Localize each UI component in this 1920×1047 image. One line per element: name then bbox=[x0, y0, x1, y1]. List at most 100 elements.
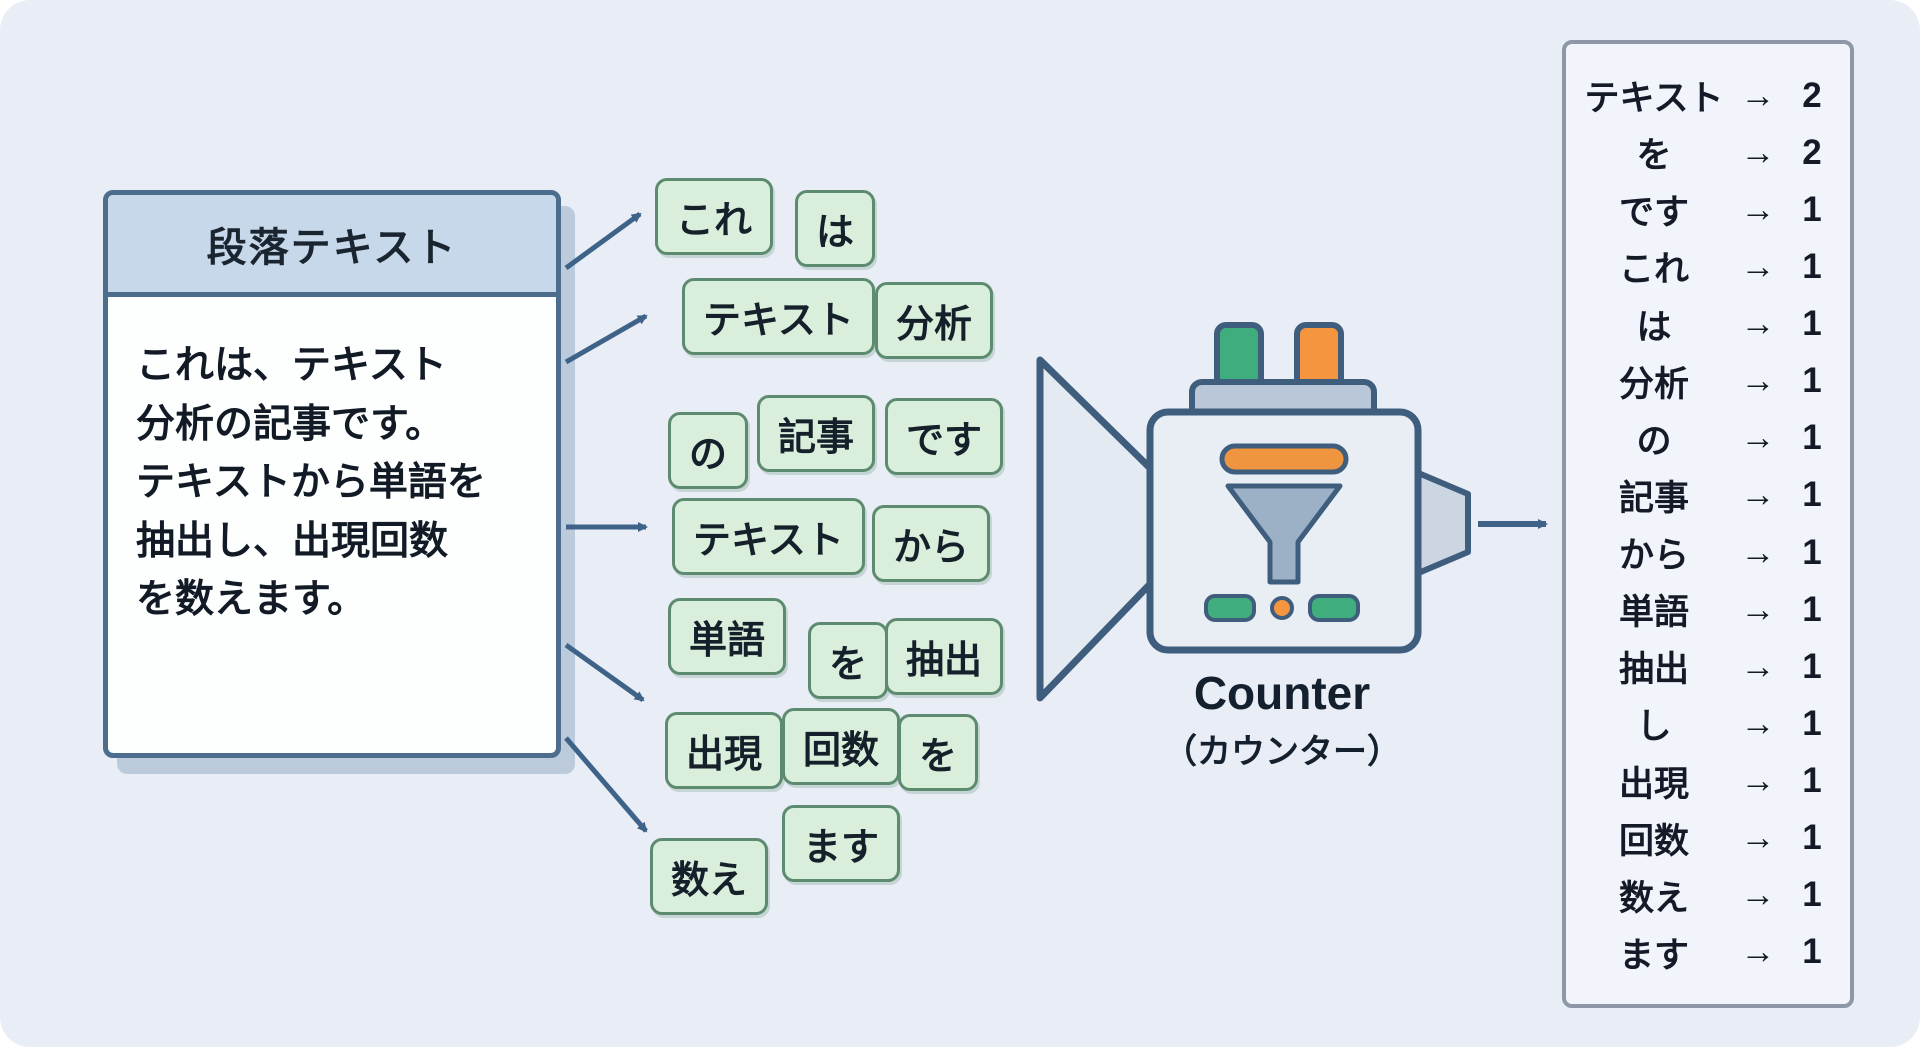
result-row: し → 1 bbox=[1578, 698, 1838, 749]
result-row: これ → 1 bbox=[1578, 241, 1838, 292]
paragraph-card-title: 段落テキスト bbox=[108, 195, 556, 297]
result-word: テキスト bbox=[1584, 79, 1724, 118]
token-chip: の bbox=[668, 412, 749, 489]
arrow-glyph: → bbox=[1740, 818, 1776, 858]
arrow-glyph: → bbox=[1740, 361, 1776, 401]
result-row: 記事 → 1 bbox=[1578, 470, 1838, 521]
token-chip: テキスト bbox=[672, 498, 865, 575]
result-row: から → 1 bbox=[1578, 527, 1838, 578]
arrow-glyph: → bbox=[1740, 189, 1776, 229]
result-word: ます bbox=[1618, 935, 1689, 975]
paragraph-line: テキストから単語を bbox=[136, 461, 486, 504]
indicator-light-right bbox=[1308, 594, 1360, 622]
paragraph-card-body: これは、テキスト 分析の記事です。 テキストから単語を 抽出し、出現回数 を数え… bbox=[108, 297, 556, 630]
result-word: これ bbox=[1618, 250, 1689, 290]
result-word: 出現 bbox=[1618, 764, 1689, 804]
token-chip: テキスト bbox=[682, 278, 875, 355]
token-chip: 回数 bbox=[782, 708, 901, 785]
result-word: し bbox=[1636, 707, 1672, 747]
token-chip: を bbox=[808, 622, 889, 699]
result-word: です bbox=[1618, 193, 1689, 233]
token-chip: は bbox=[795, 190, 876, 267]
result-row: 出現 → 1 bbox=[1578, 756, 1838, 807]
result-count: 1 bbox=[1802, 532, 1822, 572]
arrow-glyph: → bbox=[1740, 75, 1776, 115]
token-chip: 単語 bbox=[668, 598, 787, 675]
result-word: 回数 bbox=[1618, 821, 1689, 861]
result-row: テキスト → 2 bbox=[1578, 70, 1838, 121]
result-row: ます → 1 bbox=[1578, 927, 1838, 978]
counter-machine bbox=[1036, 322, 1471, 702]
result-row: 数え → 1 bbox=[1578, 870, 1838, 921]
result-row: の → 1 bbox=[1578, 413, 1838, 464]
arrow-glyph: → bbox=[1740, 875, 1776, 915]
result-count: 2 bbox=[1802, 132, 1822, 172]
token-chip: これ bbox=[655, 178, 774, 255]
result-count: 1 bbox=[1802, 189, 1822, 229]
result-count: 1 bbox=[1802, 361, 1822, 401]
arrow-glyph: → bbox=[1740, 532, 1776, 572]
arrow-glyph: → bbox=[1740, 132, 1776, 172]
split-arrow-1 bbox=[564, 211, 642, 271]
result-count: 1 bbox=[1802, 589, 1822, 629]
result-count: 1 bbox=[1802, 475, 1822, 515]
result-count: 1 bbox=[1802, 932, 1822, 972]
result-count: 1 bbox=[1802, 818, 1822, 858]
result-word: 記事 bbox=[1618, 478, 1689, 518]
result-word: 数え bbox=[1618, 878, 1689, 918]
result-row: 単語 → 1 bbox=[1578, 584, 1838, 635]
result-count: 1 bbox=[1802, 304, 1822, 343]
paragraph-card: 段落テキスト これは、テキスト 分析の記事です。 テキストから単語を 抽出し、出… bbox=[103, 190, 561, 758]
result-count: 1 bbox=[1802, 646, 1822, 686]
arrow-glyph: → bbox=[1740, 646, 1776, 686]
counter-sublabel: （カウンター） bbox=[1163, 733, 1401, 771]
split-arrow-5 bbox=[564, 736, 648, 833]
result-row: を → 2 bbox=[1578, 127, 1838, 178]
funnel-icon-bar bbox=[1219, 443, 1349, 475]
result-word: から bbox=[1618, 536, 1689, 575]
token-chip: を bbox=[898, 714, 979, 791]
arrow-glyph: → bbox=[1740, 475, 1776, 515]
result-count: 1 bbox=[1802, 418, 1822, 458]
arrow-glyph: → bbox=[1740, 246, 1776, 286]
arrow-glyph: → bbox=[1740, 932, 1776, 972]
paragraph-line: 抽出し、出現回数 bbox=[136, 519, 449, 563]
result-word: を bbox=[1636, 136, 1672, 176]
token-chip: 数え bbox=[650, 838, 769, 915]
result-row: は → 1 bbox=[1578, 299, 1838, 350]
token-chip: 記事 bbox=[757, 395, 876, 472]
paragraph-line: 分析の記事です。 bbox=[136, 402, 445, 446]
indicator-light-left bbox=[1204, 594, 1256, 622]
paragraph-line: を数えます。 bbox=[136, 578, 367, 621]
result-count: 1 bbox=[1802, 703, 1822, 743]
result-word: は bbox=[1636, 307, 1672, 347]
result-row: 抽出 → 1 bbox=[1578, 641, 1838, 692]
result-count: 1 bbox=[1802, 761, 1822, 800]
split-arrow-2 bbox=[564, 313, 648, 365]
result-word: 分析 bbox=[1618, 364, 1689, 404]
result-row: 回数 → 1 bbox=[1578, 813, 1838, 864]
token-chip: です bbox=[885, 398, 1004, 475]
result-count: 2 bbox=[1802, 75, 1822, 115]
result-row: です → 1 bbox=[1578, 184, 1838, 235]
funnel-horn bbox=[1036, 356, 1156, 702]
counter-label: Counter bbox=[1193, 667, 1371, 719]
funnel-icon-body bbox=[1225, 483, 1343, 585]
arrow-glyph: → bbox=[1740, 418, 1776, 458]
token-chip: 抽出 bbox=[885, 618, 1004, 695]
token-chip: 出現 bbox=[665, 712, 784, 789]
arrow-glyph: → bbox=[1740, 304, 1776, 343]
arrow-glyph: → bbox=[1740, 589, 1776, 629]
paragraph-line: これは、テキスト bbox=[136, 344, 447, 387]
arrow-glyph: → bbox=[1740, 761, 1776, 800]
results-panel: テキスト → 2 を → 2 です → 1 これ → 1 は → 1 分析 → … bbox=[1562, 40, 1854, 1008]
outlet-nozzle bbox=[1413, 469, 1471, 577]
result-word: 抽出 bbox=[1618, 650, 1689, 690]
result-word: の bbox=[1636, 421, 1672, 461]
result-count: 1 bbox=[1802, 875, 1822, 915]
indicator-dot bbox=[1270, 596, 1294, 620]
token-chip: 分析 bbox=[875, 282, 994, 359]
result-word: 単語 bbox=[1618, 593, 1689, 633]
split-arrow-4 bbox=[564, 642, 645, 703]
